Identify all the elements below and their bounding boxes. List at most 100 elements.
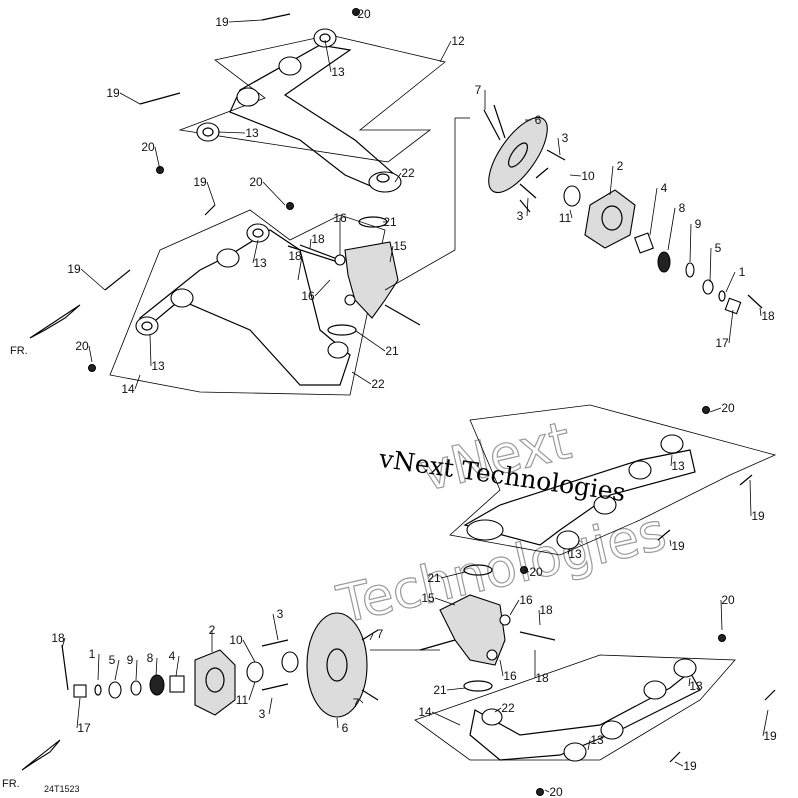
callout-number-2: 2	[617, 159, 624, 173]
callout-leader-22	[394, 172, 402, 183]
callout-leader-9	[135, 659, 138, 681]
callout-leader-22	[494, 707, 502, 713]
callout-13: 13	[324, 39, 345, 79]
callout-13: 13	[149, 334, 165, 373]
callout-19: 19	[193, 175, 216, 206]
callout-1: 1	[725, 265, 746, 293]
callout-number-20: 20	[249, 175, 263, 189]
callout-number-7: 7	[353, 696, 360, 710]
callout-leader-13	[567, 547, 571, 555]
callout-number-19: 19	[671, 539, 685, 553]
callout-leader-10	[569, 174, 582, 177]
callout-6: 6	[336, 717, 349, 735]
callout-number-21: 21	[433, 683, 447, 697]
callout-number-12: 12	[451, 34, 465, 48]
callout-3: 3	[557, 131, 569, 156]
callout-16: 16	[499, 659, 517, 683]
washer-9	[685, 262, 695, 278]
callout-leader-20	[523, 569, 530, 573]
callout-2: 2	[609, 159, 624, 196]
callout-leader-18	[759, 307, 762, 317]
callout-leader-9	[689, 223, 692, 263]
callout-leader-4	[649, 187, 658, 236]
callout-18: 18	[288, 249, 303, 281]
upper-a-arm-top	[139, 8, 446, 228]
callout-leader-20	[544, 789, 550, 793]
callout-5: 5	[709, 241, 722, 283]
washer-5	[702, 279, 714, 295]
callout-21: 21	[427, 571, 466, 585]
callout-leader-18	[61, 637, 66, 649]
callout-leader-12	[439, 40, 452, 63]
callout-9: 9	[127, 653, 138, 681]
callout-19: 19	[674, 759, 697, 773]
callout-21: 21	[433, 683, 466, 697]
callout-leader-15	[434, 597, 456, 606]
callout-number-6: 6	[535, 113, 542, 127]
lower-arm-body	[138, 229, 351, 386]
callout-number-21: 21	[427, 571, 441, 585]
callout-number-17: 17	[715, 336, 729, 350]
callout-number-22: 22	[371, 377, 385, 391]
callout-number-11: 11	[559, 211, 572, 225]
callout-7: 7	[475, 83, 486, 110]
callout-number-18: 18	[51, 631, 65, 645]
callout-leader-5	[114, 659, 120, 681]
callout-number-3: 3	[517, 209, 524, 223]
callout-number-7: 7	[475, 83, 482, 97]
fr-arrow-top: FR.	[10, 304, 81, 357]
callout-leader-21	[446, 687, 466, 691]
callout-13: 13	[688, 677, 703, 693]
callout-leader-19	[80, 268, 106, 291]
callout-number-8: 8	[147, 651, 154, 665]
callout-number-13: 13	[253, 256, 267, 270]
callout-leader-19	[119, 92, 141, 105]
callout-number-19: 19	[193, 175, 207, 189]
callout-19: 19	[215, 15, 263, 29]
callout-20: 20	[709, 401, 735, 415]
callout-number-3: 3	[562, 131, 569, 145]
callout-10: 10	[569, 169, 595, 183]
callout-number-22: 22	[501, 701, 515, 715]
callout-19: 19	[762, 709, 777, 743]
callout-20: 20	[355, 7, 371, 21]
callout-leader-18	[538, 609, 541, 626]
callout-number-9: 9	[127, 653, 134, 667]
hub-assembly-top	[384, 104, 763, 315]
lower-arm-body-b	[469, 671, 701, 761]
callout-number-13: 13	[151, 359, 165, 373]
callout-number-19: 19	[67, 262, 81, 276]
callout-number-14: 14	[121, 382, 135, 396]
callout-7: 7	[353, 696, 364, 710]
callout-leader-21	[355, 330, 386, 352]
callout-15: 15	[389, 239, 407, 263]
callout-number-3: 3	[277, 607, 284, 621]
upper-arm-body-b	[463, 449, 696, 546]
callout-number-20: 20	[549, 785, 563, 798]
callout-8: 8	[147, 651, 158, 677]
callout-13: 13	[217, 126, 259, 140]
callout-18: 18	[538, 603, 553, 626]
callout-leader-19	[749, 479, 752, 517]
lower-a-arm-bottom	[414, 594, 776, 796]
seal-21-bottom	[327, 324, 357, 336]
cotter-pin-18	[287, 245, 339, 263]
callout-number-19: 19	[215, 15, 229, 29]
callout-leader-8	[667, 207, 676, 251]
bracket-outline-12	[178, 34, 446, 163]
callout-number-18: 18	[311, 232, 325, 246]
callout-3: 3	[272, 607, 284, 641]
callout-leader-13	[324, 39, 332, 73]
callout-number-19: 19	[683, 759, 697, 773]
callout-leader-19	[669, 539, 672, 547]
callout-leader-3	[268, 697, 273, 715]
callout-number-19: 19	[763, 729, 777, 743]
callout-1: 1	[89, 647, 100, 681]
callout-22: 22	[494, 701, 515, 715]
spacer-4	[633, 232, 655, 254]
callout-leader-19	[762, 709, 769, 737]
callout-number-18: 18	[761, 309, 775, 323]
nut-1	[718, 290, 726, 302]
